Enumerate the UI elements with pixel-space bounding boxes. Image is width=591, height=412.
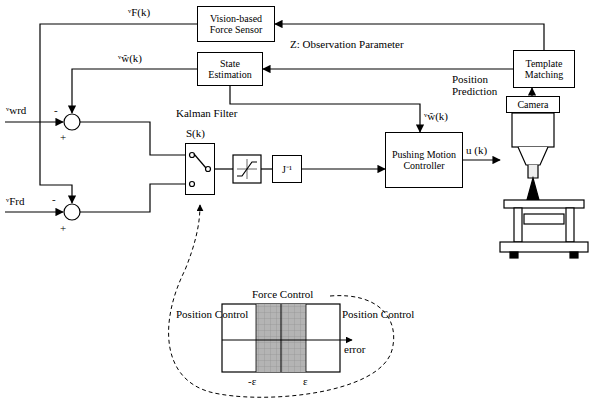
region-label: Position Control: [342, 308, 414, 320]
estimator-box: State Estimation: [197, 52, 263, 86]
sign: +: [60, 222, 66, 234]
signal-name: ᵛwrd: [6, 104, 26, 116]
region-label: Position Control: [176, 308, 248, 320]
signal-name: ᵛŵ(k): [424, 110, 448, 122]
signal-note: Z: Observation Parameter: [290, 38, 404, 50]
axis-label: error: [344, 343, 365, 355]
axis-label: ε: [303, 375, 308, 387]
box-text: Camera: [517, 99, 548, 110]
signal-connector: [302, 168, 385, 169]
signal-name: u (k): [466, 144, 487, 156]
switch-box: S(k): [185, 143, 215, 195]
sign: +: [60, 131, 66, 143]
matching-box: Template Matching: [513, 50, 575, 88]
camera-box: Camera: [506, 96, 560, 113]
axis-label: -ε: [248, 375, 256, 387]
signal-note: Position Prediction: [452, 73, 512, 97]
sign: -: [52, 193, 56, 205]
box-text: Pushing Motion Controller: [389, 149, 459, 171]
signal-connector: [275, 24, 544, 50]
block-note: Kalman Filter: [176, 107, 237, 119]
box-text: Template Matching: [517, 58, 571, 80]
signal-connector: [230, 86, 420, 132]
jacobian-box: J⁻¹: [272, 155, 302, 183]
box-text: J⁻¹: [282, 164, 292, 175]
signal-name: ᵛF(k): [128, 6, 150, 18]
signal-name: ᵛFrd: [6, 195, 25, 207]
signal-connector: [263, 68, 513, 69]
box-text: State Estimation: [201, 58, 259, 80]
region-label: Force Control: [252, 288, 313, 300]
sensor-box: Vision-based Force Sensor: [197, 6, 275, 42]
box-text: S(k): [186, 127, 205, 139]
controller-box: Pushing Motion Controller: [385, 132, 463, 188]
signal-connector: [531, 88, 532, 96]
signal-name: ᵛŵ(k): [118, 52, 142, 64]
sign: -: [54, 104, 58, 116]
box-text: Vision-based Force Sensor: [201, 13, 271, 35]
